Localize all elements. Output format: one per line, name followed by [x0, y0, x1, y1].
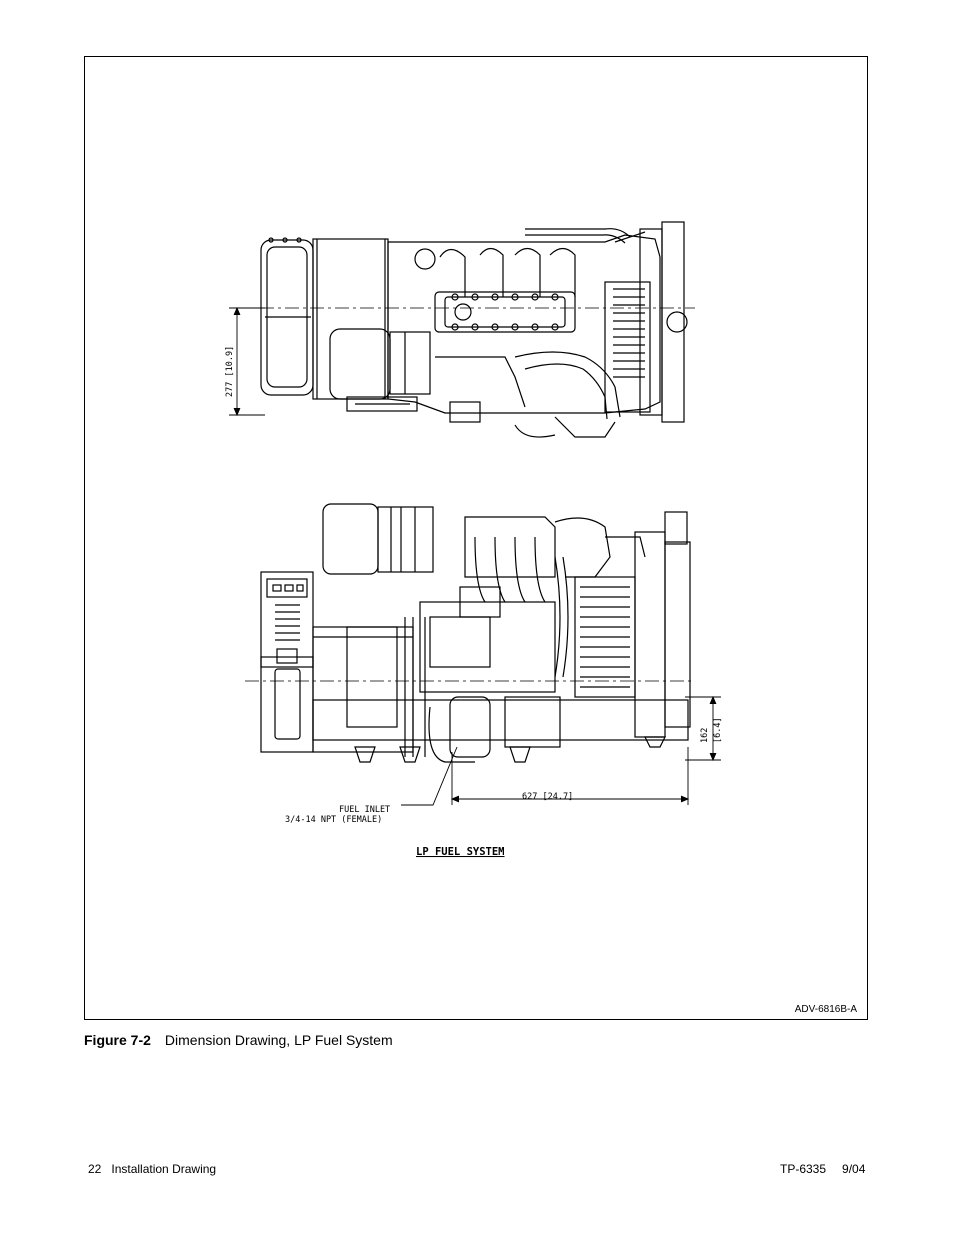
view-title: LP FUEL SYSTEM — [416, 846, 505, 858]
offset-dimension — [685, 695, 721, 762]
side-view-engine — [260, 503, 691, 763]
fuel-inlet-spec: 3/4-14 NPT (FEMALE) — [285, 815, 382, 825]
offset-dimension-bottom: [6.4] — [713, 717, 723, 743]
page-number: 22 — [88, 1162, 102, 1176]
figure-frame: 277 [10.9] — [84, 56, 868, 1020]
top-view-engine — [260, 221, 688, 438]
dimension-drawing: 277 [10.9] — [225, 221, 723, 858]
doc-number: TP-6335 — [780, 1162, 827, 1176]
section-name: Installation Drawing — [111, 1162, 217, 1176]
length-dimension-label: 627 [24.7] — [522, 792, 573, 802]
height-dimension — [229, 306, 265, 417]
figure-caption: Figure 7-2 Dimension Drawing, LP Fuel Sys… — [84, 1032, 393, 1048]
length-dimension — [450, 747, 690, 805]
page-footer-right: TP-6335 9/04 — [780, 1162, 865, 1176]
fuel-inlet-label: FUEL INLET — [339, 805, 390, 815]
doc-date: 9/04 — [842, 1162, 866, 1176]
figure-title: Dimension Drawing, LP Fuel System — [164, 1032, 393, 1048]
height-dimension-label: 277 [10.9] — [225, 346, 235, 397]
offset-dimension-top: 162 — [700, 728, 710, 743]
page-footer-left: 22 Installation Drawing — [88, 1162, 216, 1176]
figure-number: Figure 7-2 — [84, 1032, 151, 1048]
drawing-id: ADV-6816B-A — [794, 1004, 857, 1015]
